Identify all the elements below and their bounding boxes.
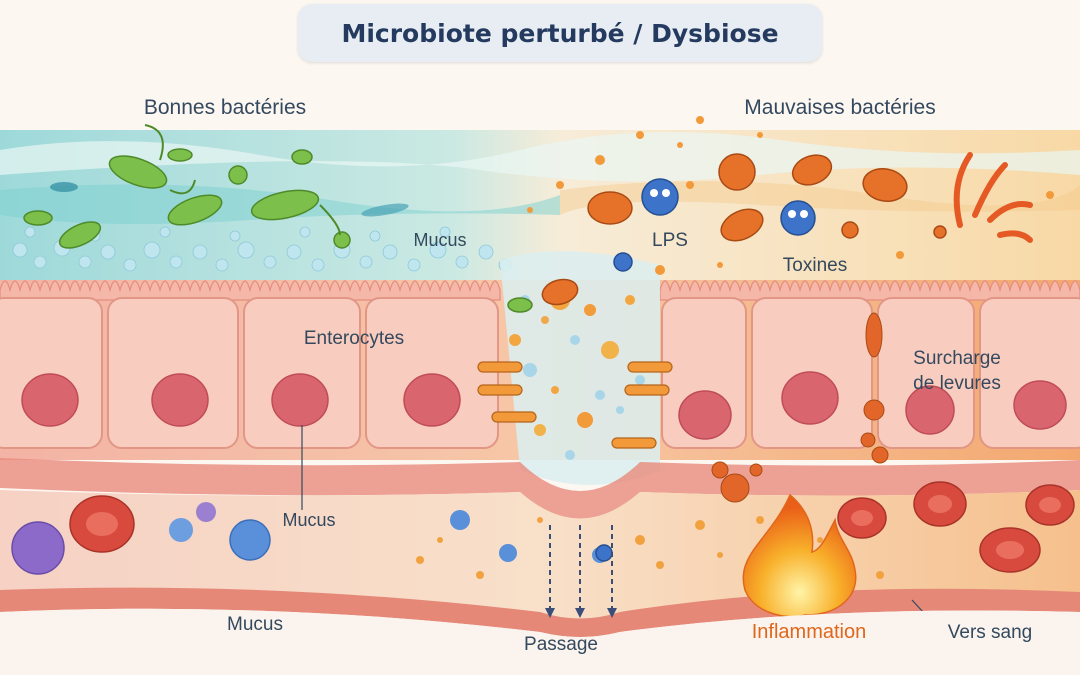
tight-junctions	[477, 361, 673, 449]
fungal-hyphae	[953, 152, 1033, 243]
good-bacteria-label: Bonnes bactéries	[143, 96, 307, 119]
mucus-mid-label: Mucus	[282, 510, 336, 530]
lps-label: LPS	[652, 230, 688, 251]
microvilli	[0, 280, 1080, 301]
bad-bacteria	[541, 153, 947, 306]
toxins-label: Toxines	[782, 255, 848, 276]
good-bacteria	[23, 148, 533, 313]
basement-membrane	[0, 458, 1080, 519]
cell-nuclei	[21, 371, 1067, 440]
to-blood-label: Vers sang	[947, 622, 1033, 643]
inflammation-label: Inflammation	[751, 621, 867, 643]
title-banner: Microbiote perturbé / Dysbiose	[298, 4, 822, 62]
passage-label: Passage	[524, 634, 598, 655]
yeast-label: Surcharge de levures	[913, 348, 1001, 394]
inflammation-flame	[742, 493, 857, 618]
immune-cells	[11, 502, 608, 575]
diagram-title: Microbiote perturbé / Dysbiose	[341, 18, 779, 48]
bad-bacteria-label: Mauvaises bactéries	[744, 96, 936, 119]
lps-molecules	[595, 178, 816, 562]
mucus-top-label: Mucus	[413, 230, 467, 250]
enterocytes-label: Enterocytes	[303, 328, 405, 349]
yeast-overgrowth	[711, 312, 889, 503]
mucus-bottom-label: Mucus	[227, 614, 283, 635]
